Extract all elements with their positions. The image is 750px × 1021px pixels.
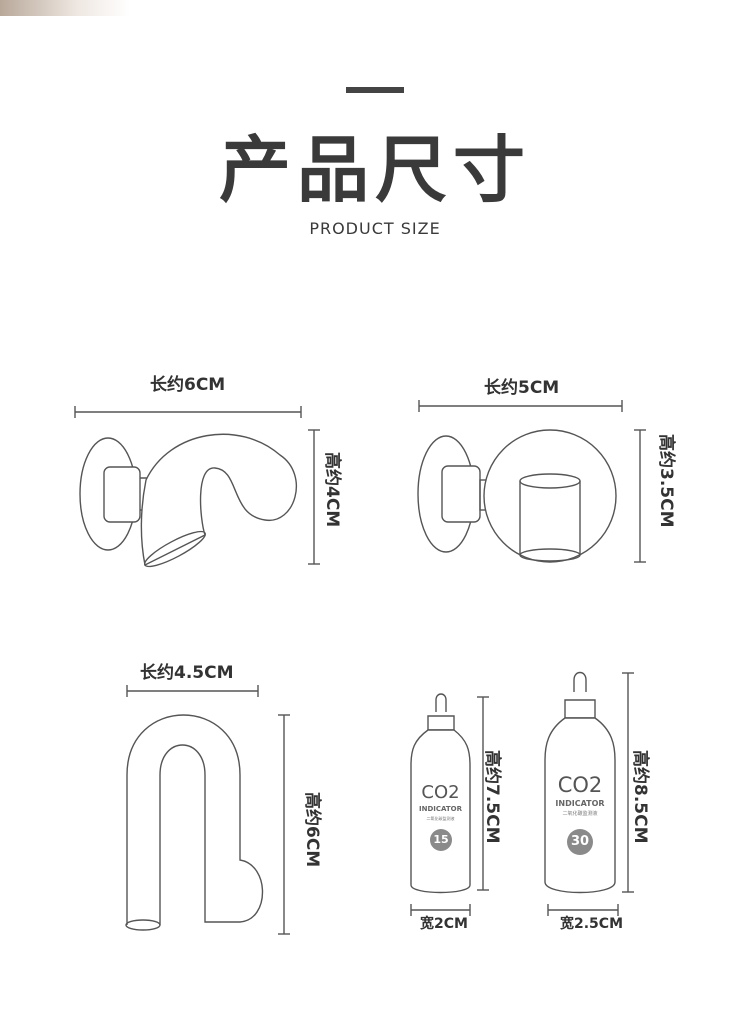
length-label: 长约5CM bbox=[484, 378, 560, 398]
width-label: 宽2.5CM bbox=[560, 916, 624, 932]
height-label: 高约7.5CM bbox=[482, 750, 502, 844]
page-subtitle: PRODUCT SIZE bbox=[309, 219, 441, 238]
drop-checker-u-tube bbox=[125, 685, 290, 935]
bottle-sublabel: INDICATOR bbox=[555, 799, 605, 808]
bottle-sublabel: INDICATOR bbox=[418, 805, 462, 813]
page-title: 产品尺寸 bbox=[218, 128, 531, 212]
length-label: 长约4.5CM bbox=[140, 663, 234, 683]
bottle-cn-label: 二氧化碳监测液 bbox=[562, 811, 598, 817]
drop-checker-s-shape bbox=[74, 406, 320, 568]
badge-circle bbox=[430, 829, 452, 851]
height-label: 高约8.5CM bbox=[630, 750, 650, 844]
large-bottle bbox=[544, 671, 634, 916]
bottle-badge: 30 bbox=[570, 834, 590, 849]
height-label: 高约4CM bbox=[322, 452, 342, 528]
bottle-badge: 15 bbox=[433, 833, 449, 846]
bottle-label: CO2 bbox=[557, 773, 603, 797]
title-dash bbox=[346, 87, 404, 93]
corner-image-fragment bbox=[0, 0, 130, 16]
drop-checker-round bbox=[417, 400, 646, 563]
height-label: 高约6CM bbox=[302, 792, 322, 868]
width-label: 宽2CM bbox=[420, 916, 468, 932]
badge-circle bbox=[567, 829, 593, 855]
small-bottle bbox=[410, 693, 489, 916]
height-label: 高约3.5CM bbox=[656, 434, 676, 528]
length-label: 长约6CM bbox=[150, 375, 226, 395]
bottle-cn-label: 二氧化碳监测液 bbox=[426, 816, 455, 821]
bottle-label: CO2 bbox=[421, 782, 460, 803]
